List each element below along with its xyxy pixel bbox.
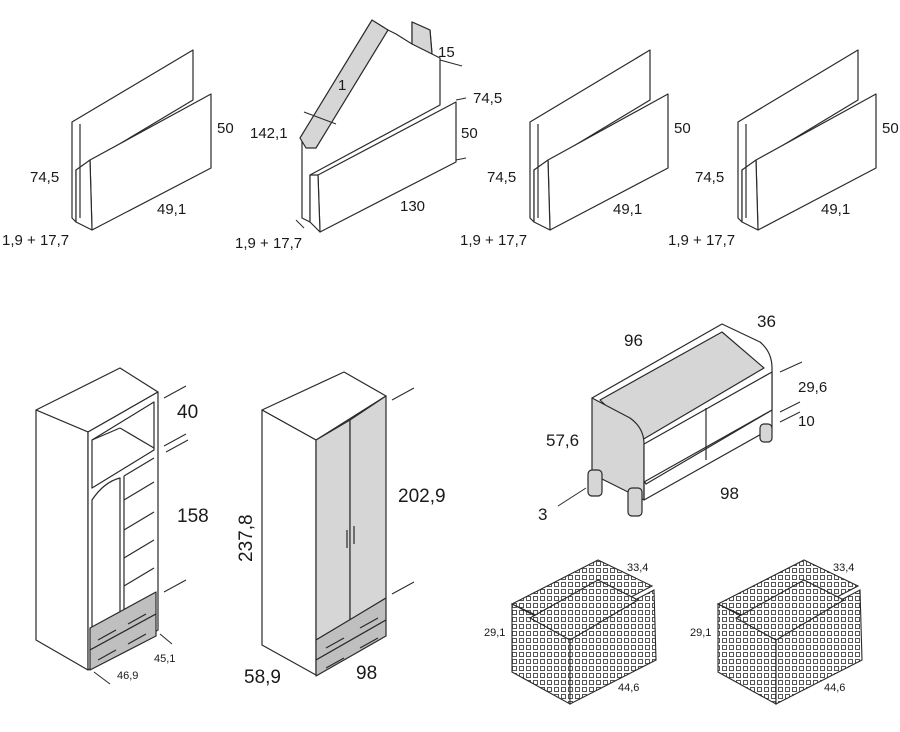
wardrobe-open-left-side: [35, 409, 89, 671]
headboard-house-height-label: 142,1: [250, 125, 288, 142]
bench-width-label: 96: [624, 331, 643, 350]
basket-1-length-label: 44,6: [618, 682, 639, 694]
basket-2: 33,4 29,1 44,6: [690, 559, 863, 705]
wardrobe-closed-side: [261, 409, 317, 676]
bench: 96 36 29,6 10 57,6 3 98: [538, 312, 827, 524]
wardrobe-closed: 237,8 202,9 58,9 98: [236, 371, 446, 688]
headboard-house-chimney: [411, 21, 433, 55]
basket-1-height-label: 29,1: [484, 627, 505, 639]
headboard-3-height-label: 74,5: [487, 169, 516, 186]
headboard-house-height-right-label: 74,5: [473, 90, 502, 107]
headboard-4-thickness-label: 1,9 + 17,7: [668, 232, 735, 249]
basket-1: 33,4 29,1 44,6: [484, 559, 657, 705]
basket-1-inner-floor: [528, 579, 640, 641]
headboard-4-panel-height-label: 50: [882, 120, 899, 137]
headboard-house-thickness-label: 1,9 + 17,7: [235, 235, 302, 252]
headboard-house-chimney-label: 15: [438, 44, 455, 61]
headboard-3: 74,5 50 49,1 1,9 + 17,7: [460, 49, 691, 249]
wardrobe-open-top-label: 40: [177, 402, 198, 423]
wardrobe-closed-door-right: [349, 395, 387, 621]
wardrobe-closed-door-left: [315, 419, 351, 641]
headboard-house-roof-label: 1: [338, 77, 346, 94]
headboard-4-height-label: 74,5: [695, 169, 724, 186]
wardrobe-open-width-label: 45,1: [154, 653, 175, 665]
wardrobe-open: 40 158 45,1 46,9: [35, 367, 209, 685]
basket-2-top-label: 33,4: [833, 562, 854, 574]
wardrobe-closed-depth-label: 58,9: [244, 667, 281, 688]
headboard-1-panel-height-label: 50: [217, 120, 234, 137]
basket-2-height-label: 29,1: [690, 627, 711, 639]
headboard-1-width-label: 49,1: [157, 201, 186, 218]
headboard-4-side-edge: [741, 159, 759, 231]
wardrobe-closed-height-label: 237,8: [236, 514, 257, 562]
wardrobe-open-depth-label: 46,9: [117, 670, 138, 682]
headboard-house-roof-beam: [299, 19, 389, 149]
bench-foot-left: [587, 469, 603, 497]
headboard-house-side-edge: [309, 174, 321, 233]
bench-depth-label: 36: [757, 312, 776, 331]
headboard-3-thickness-label: 1,9 + 17,7: [460, 232, 527, 249]
headboard-house-panel-height-label: 50: [461, 125, 478, 142]
headboard-4: 74,5 50 49,1 1,9 + 17,7: [668, 49, 899, 249]
wardrobe-closed-door-height-label: 202,9: [398, 486, 446, 507]
headboard-3-side-edge: [533, 159, 551, 231]
bench-foot-right: [627, 487, 643, 517]
basket-2-length-label: 44,6: [824, 682, 845, 694]
wardrobe-open-drawer-lower: [89, 613, 157, 671]
wardrobe-closed-width-label: 98: [356, 663, 377, 684]
headboard-3-panel-height-label: 50: [674, 120, 691, 137]
headboard-4-width-label: 49,1: [821, 201, 850, 218]
headboard-1-thickness-label: 1,9 + 17,7: [2, 232, 69, 249]
bench-foot-back: [759, 423, 773, 443]
headboard-house-width-label: 130: [400, 198, 425, 215]
basket-1-top-label: 33,4: [627, 562, 648, 574]
wardrobe-open-middle-label: 158: [177, 506, 209, 527]
bench-leg-label: 10: [798, 413, 815, 430]
bench-length-label: 98: [720, 484, 739, 503]
headboard-1-side-edge: [75, 159, 93, 231]
basket-2-inner-floor: [734, 579, 846, 641]
headboard-3-width-label: 49,1: [613, 201, 642, 218]
bench-foot-label: 3: [538, 505, 547, 524]
wardrobe-closed-drawer-lower: [315, 619, 387, 677]
headboard-1-height-label: 74,5: [30, 169, 59, 186]
bench-height-label: 57,6: [546, 431, 579, 450]
bench-panel-height-label: 29,6: [798, 379, 827, 396]
headboard-1: 74,5 50 49,1 1,9 + 17,7: [2, 49, 234, 249]
headboard-house: 1 15 74,5 142,1 50 130 1,9 + 17,7: [235, 19, 502, 252]
